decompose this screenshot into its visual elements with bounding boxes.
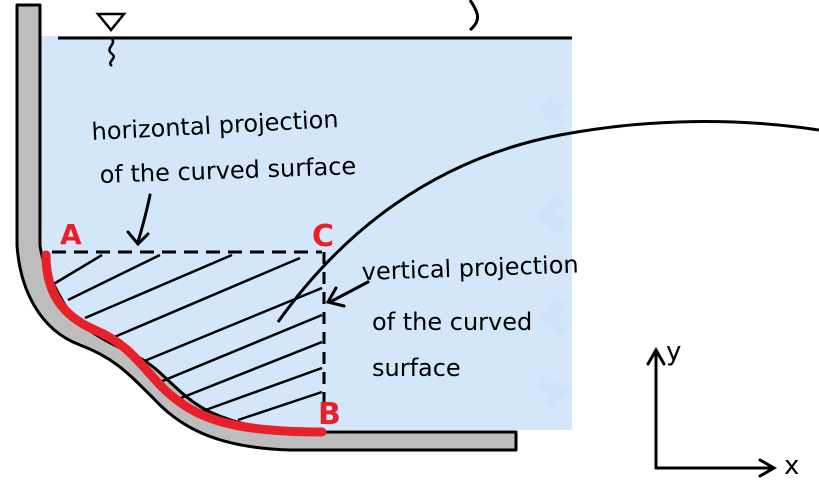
- coordinate-axes: [646, 346, 778, 478]
- label-vertical-projection-2: of the curved: [372, 308, 532, 336]
- point-a-label: A: [60, 218, 82, 251]
- arrow-vertical-icon: [325, 280, 370, 308]
- label-vertical-projection-3: surface: [372, 354, 461, 382]
- water-region: [40, 36, 572, 431]
- inverted-triangle-water-level-icon: [95, 12, 127, 68]
- hatch-lines: [51, 253, 323, 422]
- arrow-horizontal-icon: [126, 193, 152, 247]
- axis-y-label: y: [666, 337, 681, 367]
- water-texture: [534, 94, 571, 410]
- stray-stroke: [468, 0, 479, 32]
- point-c-label: C: [312, 219, 334, 254]
- axis-x-label: x: [784, 451, 799, 481]
- leader-curve: [276, 120, 819, 323]
- curved-surface-ab: [41, 250, 327, 437]
- point-b-label: B: [318, 397, 341, 432]
